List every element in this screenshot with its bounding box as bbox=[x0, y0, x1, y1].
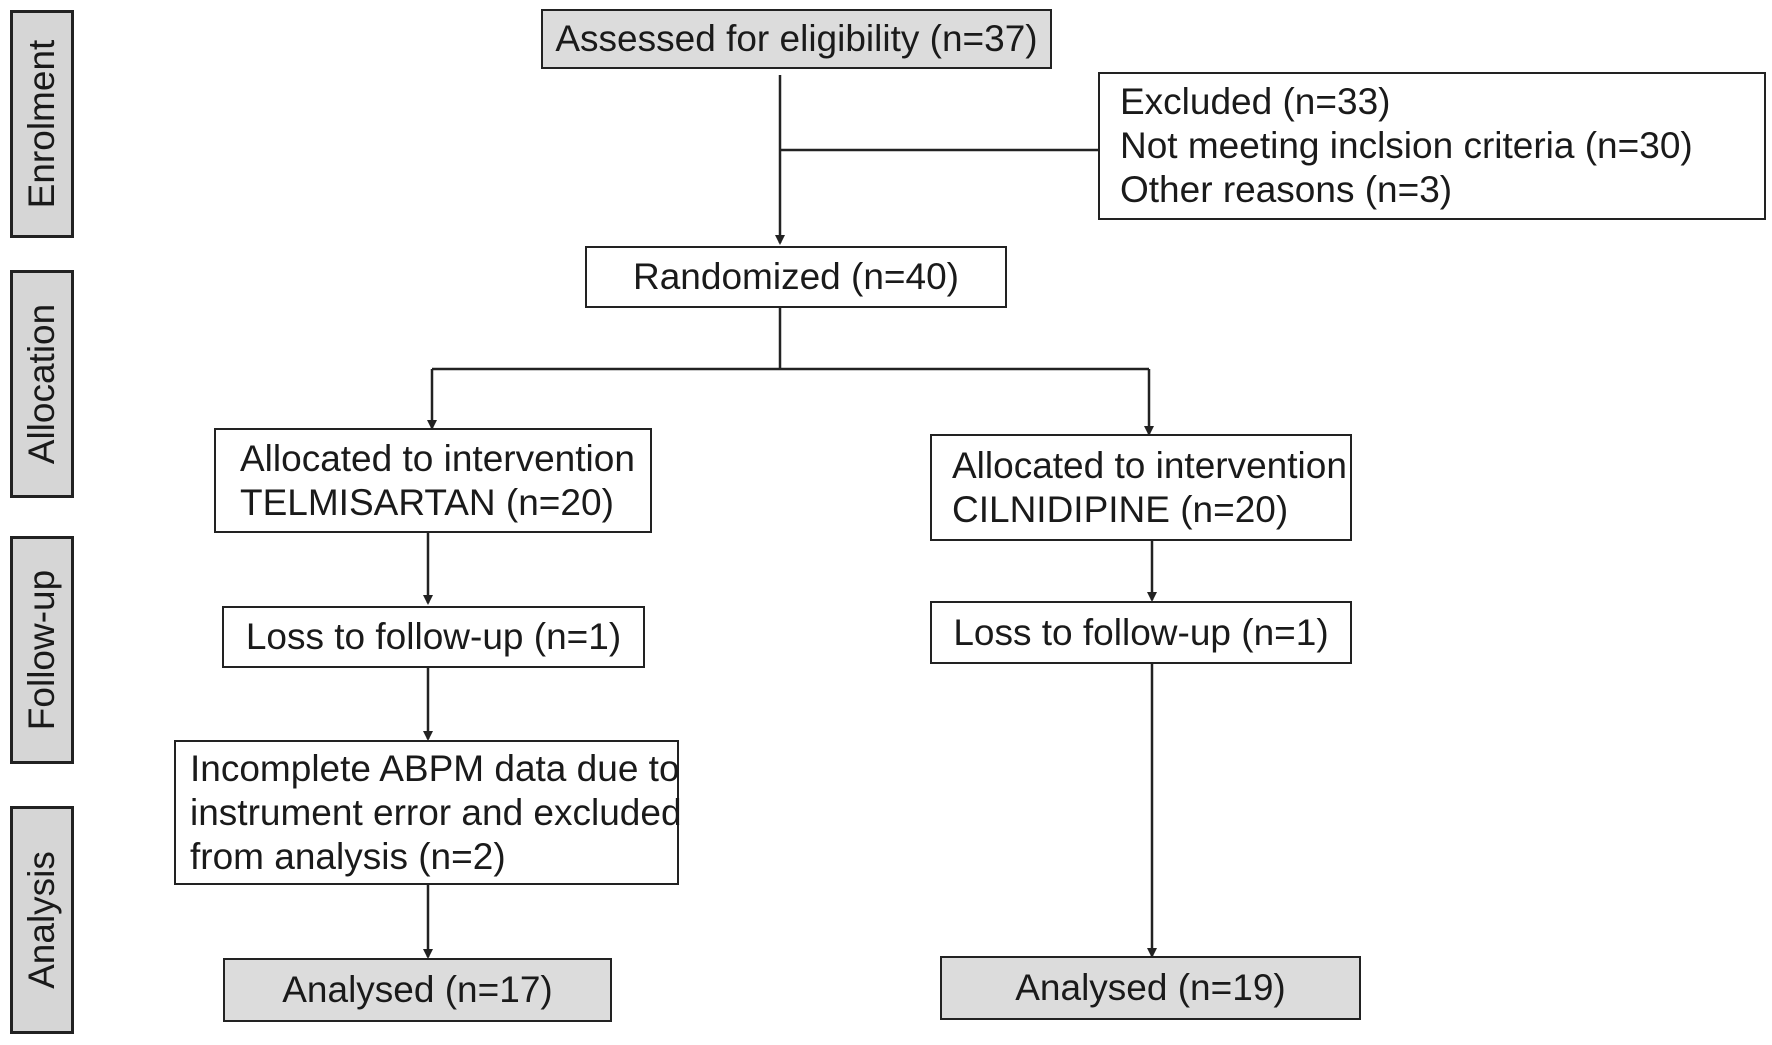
randomized-box: Randomized (n=40) bbox=[585, 246, 1007, 308]
telmisartan-incomplete-line-2: instrument error and excluded bbox=[190, 791, 682, 833]
stage-label-analysis: Analysis bbox=[10, 806, 74, 1034]
cilnidipine-allocation-line-2: CILNIDIPINE (n=20) bbox=[952, 488, 1289, 530]
randomized-text: Randomized (n=40) bbox=[633, 256, 959, 297]
telmisartan-incomplete-line-3: from analysis (n=2) bbox=[190, 835, 506, 877]
cilnidipine-analysed-text: Analysed (n=19) bbox=[1015, 967, 1286, 1008]
stage-label-allocation: Allocation bbox=[10, 270, 74, 498]
stage-label-follow-up: Follow-up bbox=[10, 536, 74, 764]
cilnidipine-allocation-box: Allocated to intervention CILNIDIPINE (n… bbox=[930, 434, 1352, 541]
assessed-box: Assessed for eligibility (n=37) bbox=[541, 9, 1052, 69]
cilnidipine-allocation-line-1: Allocated to intervention bbox=[952, 444, 1347, 486]
excluded-line-3: Other reasons (n=3) bbox=[1120, 169, 1453, 210]
cilnidipine-loss-box: Loss to follow-up (n=1) bbox=[930, 601, 1352, 664]
telmisartan-loss-box: Loss to follow-up (n=1) bbox=[222, 606, 645, 668]
telmisartan-analysed-text: Analysed (n=17) bbox=[282, 969, 553, 1010]
telmisartan-allocation-line-2: TELMISARTAN (n=20) bbox=[240, 481, 614, 523]
cilnidipine-loss-text: Loss to follow-up (n=1) bbox=[953, 611, 1329, 653]
telmisartan-allocation-line-1: Allocated to intervention bbox=[240, 437, 635, 479]
cilnidipine-analysed-box: Analysed (n=19) bbox=[940, 956, 1361, 1020]
assessed-text: Assessed for eligibility (n=37) bbox=[555, 18, 1038, 59]
stage-label-enrolment: Enrolment bbox=[10, 10, 74, 238]
telmisartan-analysed-box: Analysed (n=17) bbox=[223, 958, 612, 1022]
telmisartan-allocation-box: Allocated to intervention TELMISARTAN (n… bbox=[214, 428, 652, 533]
excluded-box: Excluded (n=33) Not meeting inclsion cri… bbox=[1098, 72, 1766, 220]
telmisartan-incomplete-box: Incomplete ABPM data due to instrument e… bbox=[174, 740, 682, 885]
excluded-line-1: Excluded (n=33) bbox=[1120, 81, 1391, 122]
telmisartan-loss-text: Loss to follow-up (n=1) bbox=[245, 616, 622, 657]
telmisartan-incomplete-line-1: Incomplete ABPM data due to bbox=[190, 747, 680, 789]
excluded-line-2: Not meeting inclsion criteria (n=30) bbox=[1120, 125, 1693, 166]
